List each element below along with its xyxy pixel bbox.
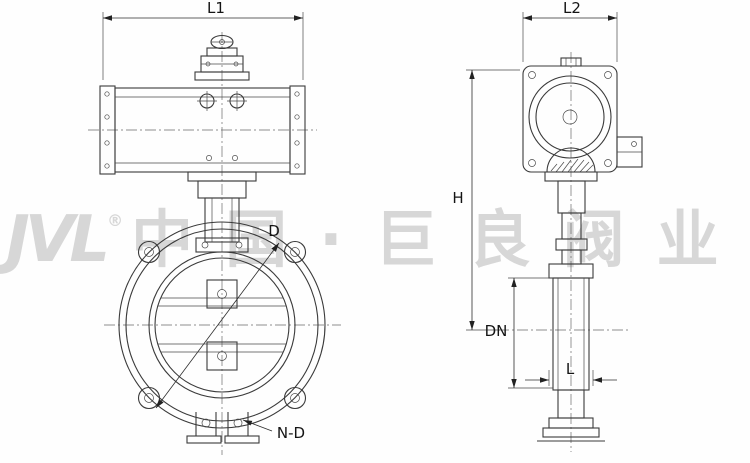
dim-l: L xyxy=(525,360,617,386)
dim-label-n-d: N-D xyxy=(277,424,305,442)
dim-label-l2: L2 xyxy=(563,0,581,17)
bottom-feet xyxy=(186,412,260,444)
dim-d: D xyxy=(155,222,280,409)
dim-l1: L1 xyxy=(102,0,304,80)
valve-body-side xyxy=(537,263,605,442)
mounting-bracket xyxy=(187,171,257,253)
dim-label-h: H xyxy=(452,189,463,207)
dim-label-d: D xyxy=(268,222,280,240)
side-view: L2 xyxy=(452,0,643,452)
valve-body-front xyxy=(118,221,326,444)
lug-ears xyxy=(137,240,307,410)
dim-label-l1: L1 xyxy=(207,0,225,17)
valve-stem-side xyxy=(555,180,588,265)
yoke-hatch xyxy=(546,147,596,173)
dim-h: H xyxy=(452,69,520,331)
callout-n-d: N-D xyxy=(242,419,305,442)
dim-label-dn: DN xyxy=(485,322,508,340)
dim-l2: L2 xyxy=(522,0,618,62)
dim-label-l: L xyxy=(566,360,575,378)
solenoid-valve xyxy=(194,34,250,81)
actuator-end-view xyxy=(522,57,643,182)
dim-dn: DN xyxy=(485,277,553,389)
registered-mark-icon: ® xyxy=(107,210,124,230)
watermark-logo: JVL xyxy=(6,203,110,277)
watermark: JVL® 中国·巨良阀业 xyxy=(0,200,750,280)
front-view: L1 xyxy=(88,0,341,455)
watermark-text: 中国·巨良阀业 xyxy=(131,203,750,276)
